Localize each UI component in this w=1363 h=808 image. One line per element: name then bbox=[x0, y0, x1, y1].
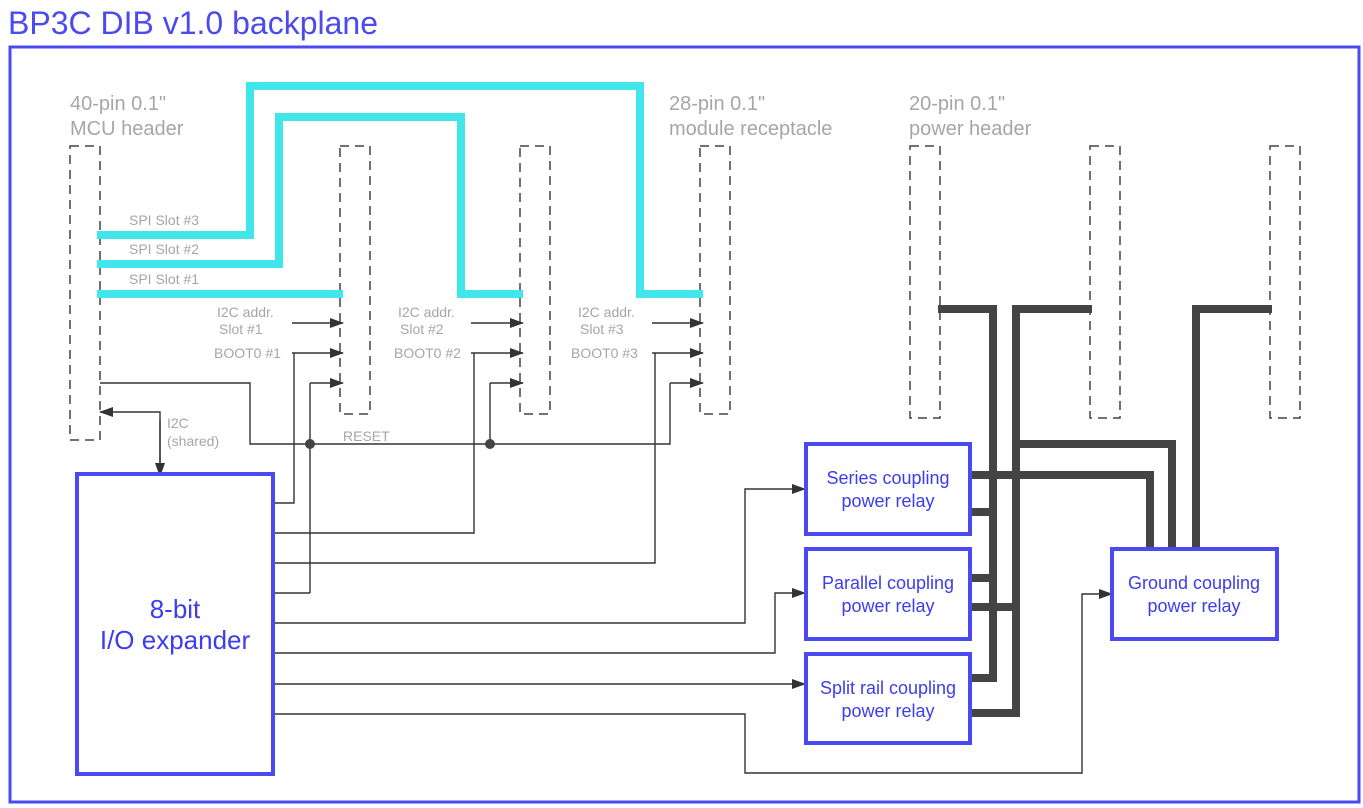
svg-text:power relay: power relay bbox=[841, 491, 934, 511]
mcu-header-connector bbox=[69, 145, 101, 441]
reset-label: RESET bbox=[343, 428, 390, 444]
svg-text:Slot #1: Slot #1 bbox=[219, 321, 263, 337]
power-header-1 bbox=[909, 145, 941, 419]
i2c-shared-label-1: I2C bbox=[167, 415, 189, 431]
spi-slot-3-trace bbox=[97, 82, 703, 298]
power-header-label: 20-pin 0.1" power header bbox=[909, 93, 1032, 140]
i2c-addr-slot-2: I2C addr. Slot #2 bbox=[398, 304, 524, 337]
i2c-addr-slot-3: I2C addr. Slot #3 bbox=[578, 304, 704, 337]
power-header-2 bbox=[1089, 145, 1121, 419]
series-coupling-relay: Series coupling power relay bbox=[804, 442, 972, 536]
reset-bus bbox=[100, 382, 671, 445]
expander-boot0-2-line bbox=[273, 353, 475, 534]
svg-text:Slot #2: Slot #2 bbox=[400, 321, 444, 337]
spi-slot-3-label: SPI Slot #3 bbox=[129, 212, 199, 228]
reset-junction-2 bbox=[485, 439, 495, 449]
split-rail-coupling-relay: Split rail coupling power relay bbox=[804, 652, 972, 745]
svg-text:28-pin 0.1": 28-pin 0.1" bbox=[669, 93, 765, 115]
svg-text:Series coupling: Series coupling bbox=[826, 468, 949, 488]
diagram-title: BP3C DIB v1.0 backplane bbox=[8, 5, 378, 41]
boot0-slot-3-label: BOOT0 #3 bbox=[571, 345, 638, 361]
svg-text:I2C addr.: I2C addr. bbox=[398, 304, 455, 320]
spi-slot-1-label: SPI Slot #1 bbox=[129, 271, 199, 287]
power-header-3 bbox=[1269, 145, 1301, 419]
boot0-slot-2-label: BOOT0 #2 bbox=[394, 345, 461, 361]
svg-text:MCU header: MCU header bbox=[70, 118, 184, 140]
svg-text:power relay: power relay bbox=[1147, 596, 1240, 616]
svg-text:module receptacle: module receptacle bbox=[669, 118, 832, 140]
module-receptacle-slot-3 bbox=[699, 145, 731, 415]
expander-boot0-3-line bbox=[273, 353, 656, 564]
i2c-shared-label-2: (shared) bbox=[167, 433, 219, 449]
svg-text:I/O expander: I/O expander bbox=[100, 625, 251, 655]
expander-series-relay-line bbox=[273, 484, 806, 624]
reset-junction-1 bbox=[305, 439, 315, 449]
module-receptacle-slot-1 bbox=[339, 145, 371, 415]
svg-text:power relay: power relay bbox=[841, 701, 934, 721]
parallel-coupling-relay: Parallel coupling power relay bbox=[804, 547, 972, 641]
i2c-shared-to-mcu bbox=[99, 407, 161, 474]
expander-parallel-relay-line bbox=[273, 588, 806, 654]
ground-coupling-relay: Ground coupling power relay bbox=[1110, 547, 1279, 641]
mcu-header-label: 40-pin 0.1" MCU header bbox=[70, 93, 184, 140]
expander-boot0-1-line bbox=[273, 353, 295, 504]
svg-text:Ground coupling: Ground coupling bbox=[1128, 573, 1260, 593]
spi-slot-2-trace bbox=[97, 113, 523, 298]
svg-text:20-pin 0.1": 20-pin 0.1" bbox=[909, 93, 1005, 115]
spi-slot-2-label: SPI Slot #2 bbox=[129, 241, 199, 257]
svg-text:I2C addr.: I2C addr. bbox=[217, 304, 274, 320]
svg-text:power relay: power relay bbox=[841, 596, 934, 616]
backplane-frame bbox=[8, 45, 1361, 804]
i2c-addr-slot-1: I2C addr. Slot #1 bbox=[217, 304, 344, 337]
svg-text:Split rail coupling: Split rail coupling bbox=[820, 678, 956, 698]
io-expander: 8-bit I/O expander bbox=[75, 472, 275, 776]
boot0-slot-1-label: BOOT0 #1 bbox=[214, 345, 281, 361]
svg-text:8-bit: 8-bit bbox=[150, 594, 201, 624]
svg-text:40-pin 0.1": 40-pin 0.1" bbox=[70, 93, 166, 115]
module-receptacle-slot-2 bbox=[519, 145, 551, 415]
power-wiring bbox=[938, 305, 1272, 717]
svg-text:I2C addr.: I2C addr. bbox=[578, 304, 635, 320]
svg-text:power header: power header bbox=[909, 118, 1032, 140]
svg-text:Slot #3: Slot #3 bbox=[580, 321, 624, 337]
svg-text:Parallel coupling: Parallel coupling bbox=[822, 573, 954, 593]
expander-ground-relay-line bbox=[273, 589, 1113, 774]
module-receptacle-label: 28-pin 0.1" module receptacle bbox=[669, 93, 832, 140]
